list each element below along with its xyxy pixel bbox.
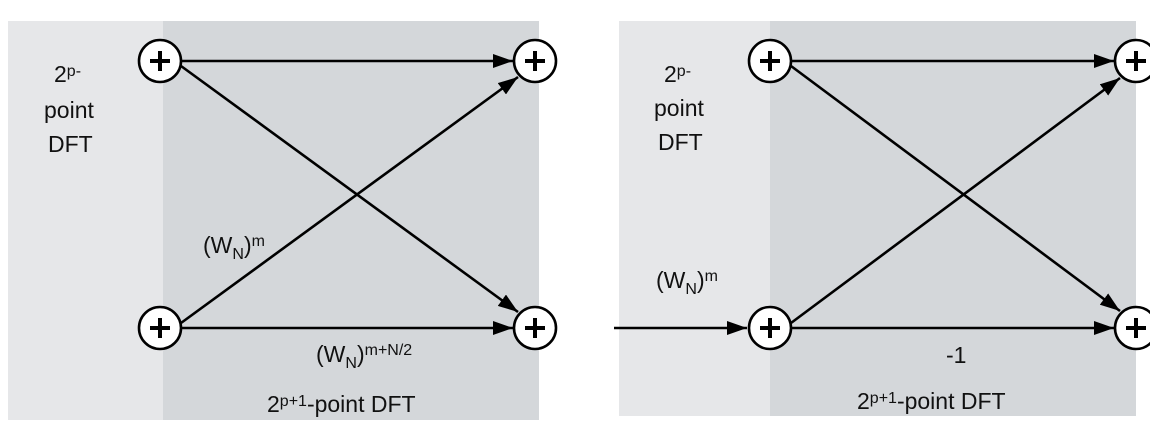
edge-bottom-left-to-top-right <box>180 75 519 325</box>
left-inner-label-line2: point <box>44 97 94 123</box>
right-inner-label-line2: point <box>654 95 704 121</box>
adder-node-bottom-left <box>747 305 793 351</box>
right-outer-block <box>770 21 1136 416</box>
adder-node-top-left <box>137 38 183 84</box>
twiddle-label-wm-n2: (WN)m+N/2 <box>316 341 412 372</box>
plus-icon <box>760 318 780 338</box>
edge-bottom-left-to-top-right <box>790 76 1121 325</box>
adder-node-bottom-right <box>512 305 558 351</box>
plus-icon <box>150 318 170 338</box>
plus-icon <box>525 51 545 71</box>
left-outer-block <box>163 21 539 420</box>
plus-icon <box>1126 51 1146 71</box>
left-inner-label-line1: 2p- <box>54 61 81 87</box>
right-diagram: 2p- point DFT (WN)m -1 2p+1-point DFT <box>614 21 1150 416</box>
plus-icon <box>150 51 170 71</box>
left-diagram: 2p- point DFT (WN)m (WN)m+N/2 2p+1-point… <box>8 21 558 420</box>
adder-node-top-right <box>512 38 558 84</box>
input-twiddle-label-wm: (WN)m <box>656 267 718 298</box>
edge-top-left-to-bottom-right <box>180 64 519 314</box>
edge-top-left-to-bottom-right <box>790 64 1121 313</box>
left-inner-block <box>8 21 163 420</box>
right-inner-label-line3: DFT <box>658 129 703 155</box>
right-inner-label-line1: 2p- <box>664 61 691 87</box>
plus-icon <box>1126 318 1146 338</box>
plus-icon <box>760 51 780 71</box>
right-outer-label: 2p+1-point DFT <box>857 388 1006 414</box>
adder-node-bottom-right <box>1113 305 1150 351</box>
right-inner-block <box>619 21 770 416</box>
adder-node-top-right <box>1113 38 1150 84</box>
plus-icon <box>525 318 545 338</box>
left-outer-label: 2p+1-point DFT <box>267 391 416 417</box>
adder-node-bottom-left <box>137 305 183 351</box>
minus-one-label: -1 <box>946 342 966 368</box>
adder-node-top-left <box>747 38 793 84</box>
left-inner-label-line3: DFT <box>48 131 93 157</box>
twiddle-label-wm: (WN)m <box>203 232 265 263</box>
